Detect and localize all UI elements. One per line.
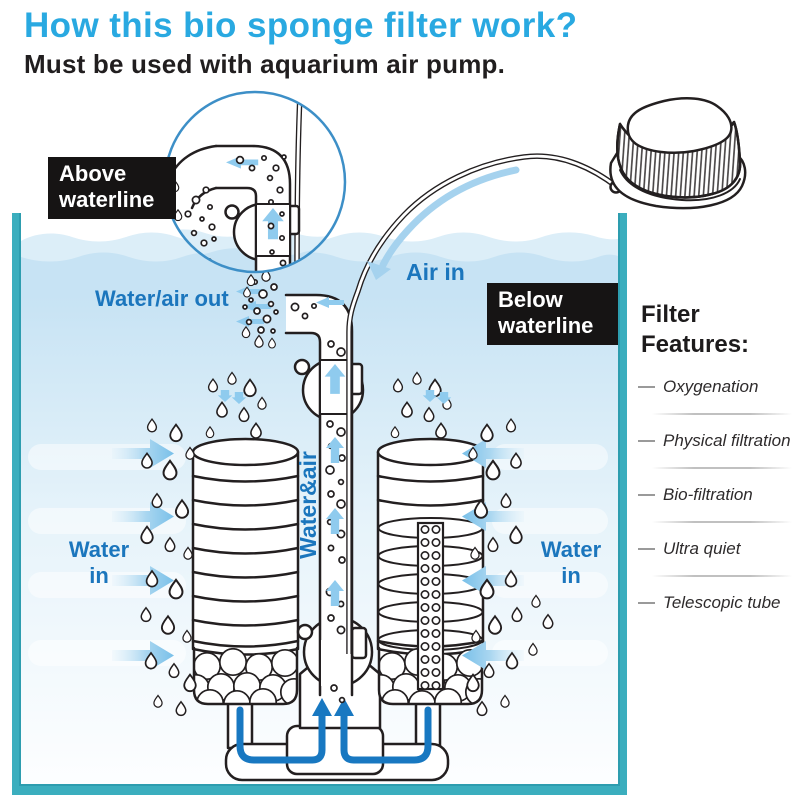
water-air-out-spray xyxy=(236,268,279,349)
feature-item: Bio-filtration xyxy=(638,485,753,505)
left-sponge-filter xyxy=(191,437,300,706)
feature-label: Physical filtration xyxy=(663,431,791,450)
dash-icon xyxy=(638,440,655,442)
bottom-flow-arrows xyxy=(236,698,432,764)
feature-label: Oxygenation xyxy=(663,377,759,396)
dash-icon xyxy=(638,602,655,604)
aquarium-tank xyxy=(12,213,627,795)
page-subtitle: Must be used with aquarium air pump. xyxy=(24,49,506,79)
right-sponge-filter xyxy=(376,437,485,706)
page-title: How this bio sponge filter work? xyxy=(24,6,578,45)
magnifier-bubbles xyxy=(165,154,287,267)
dash-icon xyxy=(638,494,655,496)
label-air-in: Air in xyxy=(406,259,465,285)
center-uplift-tube xyxy=(284,293,374,704)
feature-separator xyxy=(652,521,792,523)
dash-icon xyxy=(638,386,655,388)
airline-tube xyxy=(346,153,619,654)
filter-features-panel: Filter Features: Oxygenation Physical fi… xyxy=(638,300,798,630)
feature-item: Telescopic tube xyxy=(638,593,781,613)
air-pump xyxy=(609,97,747,210)
feature-label: Telescopic tube xyxy=(663,593,781,612)
air-in-arrow xyxy=(367,166,520,280)
dash-icon xyxy=(638,548,655,550)
feature-separator xyxy=(652,467,792,469)
feature-item: Oxygenation xyxy=(638,377,758,397)
features-heading: Filter Features: xyxy=(641,301,750,358)
label-water-in-left: Water in xyxy=(68,537,130,589)
feature-label: Bio-filtration xyxy=(663,485,753,504)
feature-item: Ultra quiet xyxy=(638,539,740,559)
telescopic-strainer-tube xyxy=(416,521,445,691)
feature-label: Ultra quiet xyxy=(663,539,741,558)
feature-item: Physical filtration xyxy=(638,431,791,451)
label-above-waterline: Above waterline xyxy=(48,157,176,219)
label-water-and-air: Water&air xyxy=(295,451,321,559)
label-water-air-out: Water/air out xyxy=(95,286,229,311)
label-water-in-right: Water in xyxy=(540,537,602,589)
feature-separator xyxy=(652,413,792,415)
feature-separator xyxy=(652,575,792,577)
label-below-waterline: Below waterline xyxy=(487,283,618,345)
